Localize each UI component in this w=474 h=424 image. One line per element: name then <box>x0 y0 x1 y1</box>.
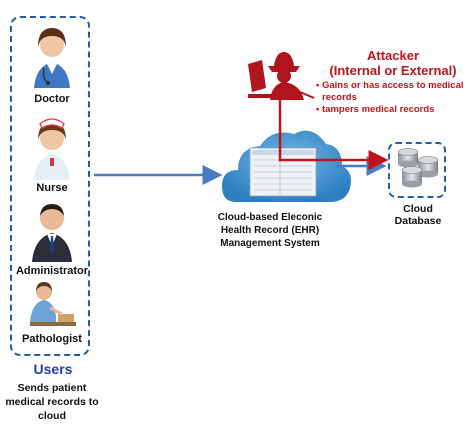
users-group-box <box>10 16 90 356</box>
role-label-pathologist: Pathologist <box>22 333 82 345</box>
attacker-title-line: (Internal or External) <box>329 63 457 78</box>
role-label-doctor: Doctor <box>34 93 70 105</box>
ehr-cloud-icon <box>222 130 351 202</box>
users-description-line: medical records to <box>5 396 99 408</box>
pathologist-icon <box>30 282 76 326</box>
database-icon <box>397 148 439 188</box>
role-label-administrator: Administrator <box>15 265 89 277</box>
ehr-label-line: Health Record (EHR) <box>220 225 320 236</box>
role-label-nurse: Nurse <box>36 182 68 194</box>
ehr-system-label: Cloud-based Eleconic Health Record (EHR)… <box>205 211 335 250</box>
db-label-line: Database <box>394 215 442 227</box>
users-description-line: cloud <box>38 410 66 422</box>
db-label-line: Cloud <box>403 203 433 215</box>
users-description: Sends patient medical records to cloud <box>2 381 102 423</box>
cloud-database-box <box>388 142 446 198</box>
attacker-point: tampers medical records <box>316 104 474 116</box>
attacker-icon <box>248 52 315 100</box>
cloud-database-label: Cloud Database <box>386 203 450 227</box>
attacker-arrow <box>278 98 389 170</box>
nurse-icon <box>34 118 70 180</box>
users-description-line: Sends patient <box>17 382 87 394</box>
ehr-label-line: Management System <box>220 238 320 249</box>
attacker-title: Attacker (Internal or External) <box>318 48 468 78</box>
administrator-icon <box>32 204 72 262</box>
attacker-title-line: Attacker <box>366 48 420 63</box>
doctor-icon <box>34 28 70 88</box>
attacker-points-list: Gains or has access to medical records t… <box>316 80 474 117</box>
ehr-label-line: Cloud-based Eleconic <box>217 212 323 223</box>
users-title: Users <box>33 361 73 377</box>
attacker-point: Gains or has access to medical records <box>316 80 474 103</box>
